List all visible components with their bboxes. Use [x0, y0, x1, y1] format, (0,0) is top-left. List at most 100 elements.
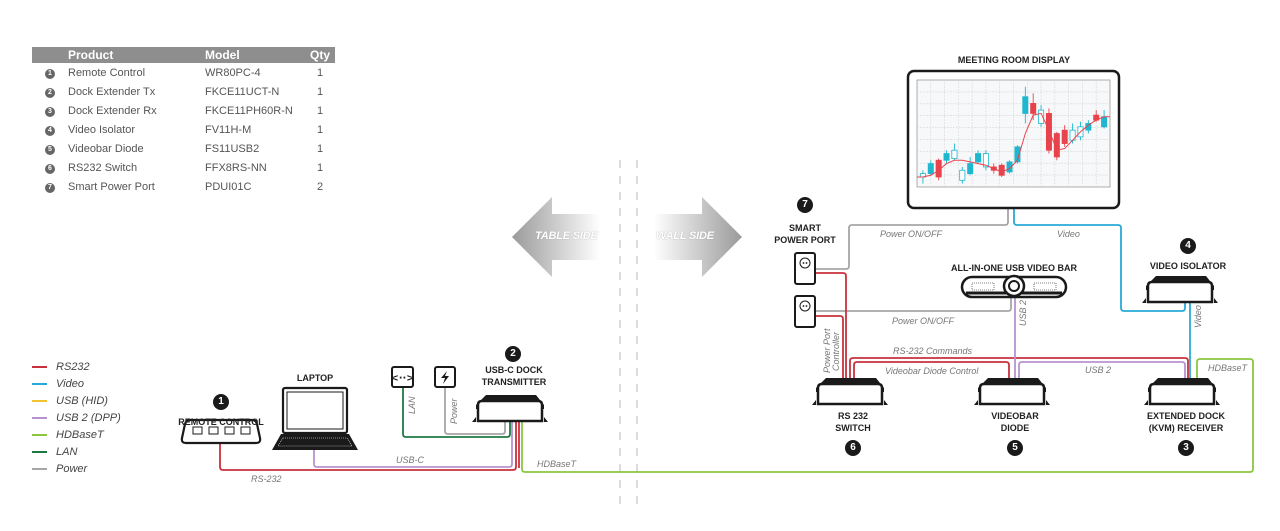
dock-transmitter-label-line2: TRANSMITTER: [481, 377, 547, 387]
rs232-switch-label-line2: SWITCH: [835, 423, 871, 433]
legend-item-lan: LAN: [32, 443, 121, 460]
video-cable-display: [1013, 207, 1186, 312]
dock-receiver-label: EXTENDED DOCK (KVM) RECEIVER: [1136, 410, 1236, 434]
legend-item-hdbaset: HDBaseT: [32, 426, 121, 443]
hdbaset-cable: [521, 358, 1254, 473]
legend-item-power: Power: [32, 460, 121, 477]
videobar-diode-label: VIDEOBAR DIODE: [977, 410, 1053, 434]
usb2-vertical-label: USB 2: [1018, 299, 1028, 326]
power-onoff-cable-videobar: [815, 298, 1012, 312]
candle-body: [943, 153, 950, 161]
product-name: Videobar Diode: [68, 142, 144, 155]
candle-body: [951, 149, 958, 159]
legend-swatch: [32, 416, 47, 419]
smart-power-port-label-line1: SMART: [789, 223, 821, 233]
video-isolator-device: [1140, 274, 1220, 305]
product-name: Smart Power Port: [68, 180, 155, 193]
laptop-label: LAPTOP: [296, 373, 334, 383]
rs232-cable-remote: [219, 420, 517, 471]
candle-body: [927, 163, 934, 175]
product-qty: 2: [316, 180, 324, 193]
display-chart-moving-average: [917, 112, 1110, 178]
badge-videobar-diode: 5: [1007, 440, 1023, 456]
row-number-badge: 1: [45, 69, 55, 79]
rs232-switch-device: [810, 376, 890, 407]
rs232-commands-cable: [849, 357, 1189, 378]
product-qty: 1: [316, 123, 324, 136]
rs232-power-port-1: [815, 272, 847, 378]
hdbaset-right-label: HDBaseT: [1208, 363, 1248, 373]
dock-transmitter-label: USB-C DOCK TRANSMITTER: [480, 364, 548, 388]
product-qty: 1: [316, 85, 324, 98]
product-qty: 1: [316, 66, 324, 79]
table-side-arrow: [512, 197, 600, 277]
rs232-switch-label: RS 232 SWITCH: [815, 410, 891, 434]
video-bar-label: ALL-IN-ONE USB VIDEO BAR: [951, 263, 1077, 273]
rs232-power-port-2: [815, 315, 844, 378]
candle-body: [967, 163, 974, 175]
candle-body: [1101, 116, 1108, 128]
candle-body: [1014, 146, 1021, 163]
videobar-diode-label-line2: DIODE: [1000, 423, 1030, 433]
legend-swatch: [32, 382, 47, 385]
header-qty: Qty: [305, 47, 335, 63]
legend-label: USB 2 (DPP): [56, 411, 121, 424]
video-isolator-label: VIDEO ISOLATOR: [1149, 261, 1227, 271]
row-number-badge: 4: [45, 126, 55, 136]
product-name: RS232 Switch: [68, 161, 138, 174]
product-name: Dock Extender Tx: [68, 85, 156, 98]
legend-label: Video: [56, 377, 84, 390]
power-onoff-cable-display: [815, 207, 1009, 270]
video-vertical-label: Video: [1193, 305, 1203, 328]
badge-dock-receiver: 3: [1178, 440, 1194, 456]
product-name: Video Isolator: [68, 123, 136, 136]
wall-side-label: WALL SIDE: [656, 230, 714, 242]
legend-item-usb-hid: USB (HID): [32, 392, 121, 409]
laptop-device: [272, 386, 358, 450]
badge-rs232-switch: 6: [845, 440, 861, 456]
dock-receiver-label-line2: (KVM) RECEIVER: [1148, 423, 1224, 433]
meeting-room-display: [906, 69, 1121, 210]
usbc-cable: [313, 420, 513, 468]
legend-swatch: [32, 467, 47, 470]
remote-control-label: REMOTE CONTROL: [178, 417, 264, 427]
power-port-controller-label: Power Port Controller: [822, 328, 841, 373]
legend-label: RS232: [56, 360, 90, 373]
product-model: FFX8RS-NN: [205, 161, 267, 174]
badge-dock-transmitter: 2: [505, 346, 521, 362]
rs232-switch-label-line1: RS 232: [837, 411, 869, 421]
legend-swatch: [32, 450, 47, 453]
smart-power-port-1: [794, 252, 816, 285]
video-top-label: Video: [1057, 229, 1080, 239]
row-number-badge: 3: [45, 107, 55, 117]
dock-transmitter-label-line1: USB-C DOCK: [485, 365, 543, 375]
legend-label: USB (HID): [56, 394, 108, 407]
lan-cable-label: LAN: [407, 396, 417, 414]
legend-item-usb2-dpp: USB 2 (DPP): [32, 409, 121, 426]
product-model: PDUI01C: [205, 180, 252, 193]
legend-label: Power: [56, 462, 88, 475]
wall-side-arrow: [654, 197, 742, 277]
product-qty: 1: [316, 161, 324, 174]
usb-video-bar-device: [960, 274, 1068, 299]
legend-label: LAN: [56, 445, 78, 458]
svg-text:<··>: <··>: [390, 373, 414, 384]
lan-port-icon: <··>: [390, 366, 415, 388]
cable-legend: RS232 Video USB (HID) USB 2 (DPP) HDBase…: [32, 358, 121, 477]
candle-body: [1045, 113, 1052, 151]
product-model: FS11USB2: [205, 142, 260, 155]
videobar-diode-label-line1: VIDEOBAR: [991, 411, 1039, 421]
usb2-horizontal-label: USB 2: [1085, 365, 1112, 375]
candle-body: [1061, 129, 1068, 144]
candle-body: [1006, 161, 1013, 173]
product-table-header: Product Model Qty: [32, 47, 335, 63]
power-onoff-label-1: Power ON/OFF: [880, 229, 943, 239]
